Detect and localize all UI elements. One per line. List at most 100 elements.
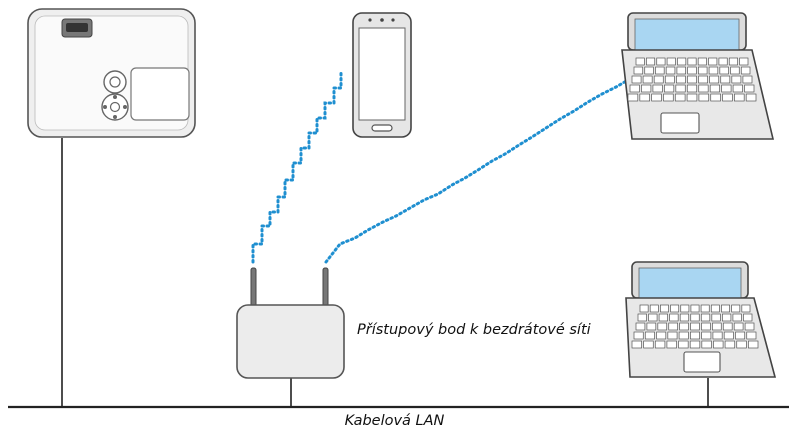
keyboard-key	[686, 84, 698, 93]
keyboard-key	[656, 331, 667, 340]
keyboard-key	[712, 322, 722, 331]
keyboard-key	[651, 93, 662, 102]
access-point-label: Přístupový bod k bezdrátové síti	[357, 322, 591, 338]
keyboard-key	[676, 75, 686, 84]
keyboard-key	[744, 84, 755, 93]
keyboard-key	[631, 340, 642, 349]
keyboard-key	[677, 57, 687, 66]
keyboard-key	[649, 304, 659, 313]
keyboard-key	[709, 84, 720, 93]
keyboard-key	[732, 313, 742, 322]
keyboard-key	[721, 304, 730, 313]
keyboard-key	[631, 75, 642, 84]
keyboard-key	[646, 57, 656, 66]
keyboard-key	[719, 66, 729, 75]
keyboard-key	[653, 75, 664, 84]
keyboard-key	[722, 322, 733, 331]
keyboard-key	[663, 93, 674, 102]
keyboard-key	[713, 340, 724, 349]
wireless-access-point-icon	[236, 267, 345, 379]
keyboard-key	[724, 340, 736, 349]
keyboard-key	[711, 313, 721, 322]
keyboard-key	[708, 57, 718, 66]
keyboard-key	[700, 313, 711, 322]
keyboard-key	[701, 340, 712, 349]
keyboard-key	[648, 313, 658, 322]
keyboard-key	[720, 75, 731, 84]
smartphone-icon	[352, 12, 412, 138]
keyboard-key	[722, 313, 732, 322]
keyboard-key	[697, 57, 707, 66]
keyboard-key	[646, 322, 657, 331]
keyboard-key	[721, 84, 732, 93]
keyboard-key	[660, 304, 669, 313]
keyboard-key	[644, 66, 654, 75]
keyboard-key	[710, 93, 721, 102]
keyboard-key	[736, 340, 747, 349]
keyboard-key	[666, 340, 677, 349]
keyboard-key	[742, 75, 753, 84]
keyboard-key	[644, 331, 655, 340]
keyboard-key	[689, 340, 701, 349]
keyboard-key	[712, 331, 723, 340]
keyboard-key	[687, 75, 697, 84]
keyboard-key	[745, 93, 757, 102]
keyboard-key	[675, 84, 686, 93]
keyboard-key	[701, 331, 712, 340]
keyboard-key	[734, 93, 745, 102]
keyboard-key	[732, 84, 743, 93]
keyboard-key	[665, 66, 676, 75]
keyboard-key	[657, 322, 668, 331]
keyboard-key	[664, 75, 675, 84]
keyboard-key	[633, 331, 644, 340]
keyboard-key	[637, 313, 647, 322]
keyboard-key	[669, 313, 679, 322]
keyboard-key	[680, 304, 690, 313]
keyboard-key	[678, 331, 689, 340]
keyboard-key	[676, 66, 686, 75]
keyboard-key	[748, 340, 759, 349]
keyboard-key	[666, 57, 676, 66]
keyboard-key	[690, 322, 700, 331]
keyboard-key	[722, 93, 733, 102]
keyboard-key	[687, 57, 697, 66]
keyboard-key	[643, 340, 654, 349]
keyboard-key	[730, 66, 740, 75]
keyboard-key	[687, 66, 697, 75]
keyboard-key	[709, 75, 720, 84]
keyboard-key	[728, 57, 738, 66]
keyboard-key	[743, 313, 753, 322]
keyboard-key	[698, 84, 709, 93]
keyboard-key	[739, 57, 749, 66]
keyboard-key	[698, 93, 710, 102]
keyboard-key	[708, 66, 719, 75]
keyboard-key	[656, 57, 666, 66]
keyboard-key	[655, 66, 665, 75]
keyboard-key	[627, 93, 639, 102]
keyboard-key	[667, 331, 678, 340]
keyboard-key	[690, 313, 700, 322]
keyboard-key	[678, 340, 689, 349]
wireless-link-phone	[251, 71, 343, 264]
keyboard-key	[735, 331, 746, 340]
keyboard-key	[690, 304, 700, 313]
keyboard-key	[652, 84, 663, 93]
keyboard-key	[679, 313, 690, 322]
projector-icon	[27, 8, 196, 138]
wireless-link-laptop	[324, 78, 630, 264]
keyboard-key	[740, 66, 751, 75]
lan-label: Kabelová LAN	[344, 413, 445, 429]
keyboard-key	[642, 75, 653, 84]
keyboard-key	[698, 66, 708, 75]
keyboard-key	[633, 66, 644, 75]
keyboard-key	[670, 304, 680, 313]
keyboard-key	[741, 304, 751, 313]
keyboard-key	[698, 75, 708, 84]
keyboard-key	[731, 75, 742, 84]
keyboard-key	[744, 322, 755, 331]
keyboard-key	[654, 340, 666, 349]
keyboard-key	[664, 84, 675, 93]
keyboard-key	[629, 84, 640, 93]
keyboard-key	[718, 57, 728, 66]
